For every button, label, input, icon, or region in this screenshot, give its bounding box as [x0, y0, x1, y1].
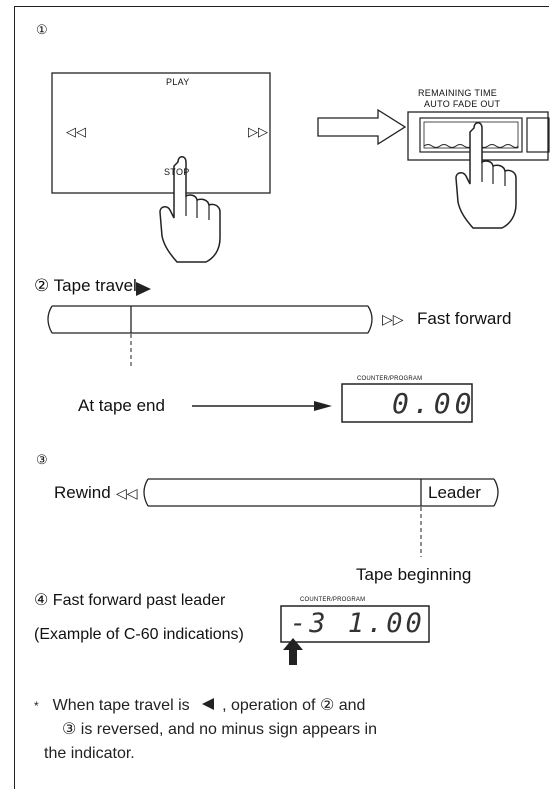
counter-program-label-2: COUNTER/PROGRAM: [300, 597, 366, 603]
leader-label: Leader: [428, 483, 481, 502]
counter-display-value: 0.00: [392, 387, 476, 420]
c60-example-label: (Example of C-60 indications): [34, 626, 244, 643]
diagram-frame: [14, 6, 549, 789]
rewind-icon-2: ◁◁: [116, 485, 138, 501]
rewind-label: Rewind: [54, 483, 111, 502]
step-1-number: ①: [36, 22, 48, 37]
counter-program-label: COUNTER/PROGRAM: [357, 376, 423, 382]
step-2-heading: ② Tape travel: [34, 276, 137, 295]
tape-beginning-label: Tape beginning: [356, 565, 472, 584]
fast-forward-label: Fast forward: [417, 309, 512, 328]
auto-fade-out-label: AUTO FADE OUT: [424, 99, 501, 109]
fast-forward-icon-2: ▷▷: [382, 311, 404, 327]
up-arrow-indicator: [283, 638, 303, 665]
step-3-number: ③: [36, 452, 48, 467]
step-4-heading: ④ Fast forward past leader: [34, 592, 226, 609]
play-label: PLAY: [166, 77, 190, 87]
at-tape-end-label: At tape end: [78, 396, 165, 415]
counter-display-value-2: -3 1.00: [290, 608, 425, 639]
rewind-icon: ◁◁: [66, 124, 86, 139]
stop-label: STOP: [164, 167, 190, 177]
play-triangle-icon: [136, 282, 151, 296]
reverse-triangle-icon: [202, 698, 215, 710]
asterisk: *: [34, 699, 39, 713]
fast-forward-icon: ▷▷: [248, 124, 268, 139]
remaining-time-label: REMAINING TIME: [418, 88, 498, 98]
footnote: *When tape travel is , operation of ② an…: [34, 697, 377, 762]
